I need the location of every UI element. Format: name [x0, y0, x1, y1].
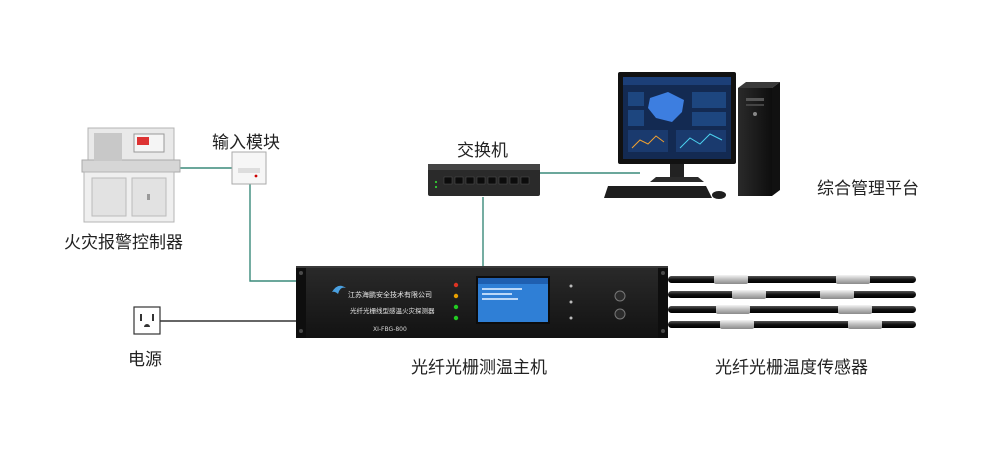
fire-alarm-controller	[81, 127, 181, 223]
host-keys	[614, 290, 626, 320]
label-power: 电源	[128, 350, 162, 370]
company-logo	[332, 285, 346, 294]
sensor-cable-1	[668, 275, 916, 284]
label-switch: 交换机	[457, 141, 508, 161]
management-platform	[604, 72, 780, 199]
host-screen	[476, 276, 550, 324]
input-module	[231, 151, 267, 185]
sensor-cable-3	[668, 305, 916, 314]
network-switch	[428, 164, 540, 196]
label-fire-alarm-controller: 火灾报警控制器	[64, 233, 183, 253]
fiber-sensor-cables	[668, 275, 916, 329]
label-management-platform: 综合管理平台	[817, 179, 919, 199]
fbg-host-unit	[296, 266, 668, 338]
sensor-cable-2	[668, 290, 916, 299]
label-fbg-host: 光纤光栅测温主机	[411, 358, 547, 378]
label-input-module: 输入模块	[212, 133, 280, 153]
power-outlet	[133, 306, 161, 335]
sensor-cable-4	[668, 320, 916, 329]
connection-lines	[176, 167, 640, 282]
host-company-name: 江苏海鹏安全技术有限公司	[348, 291, 432, 299]
status-led-group	[453, 282, 459, 321]
line-module-to-host	[249, 184, 300, 282]
host-model-number: XI-FBG-800	[373, 326, 407, 333]
label-fbg-sensor: 光纤光栅温度传感器	[715, 358, 868, 378]
host-buttons	[569, 284, 573, 320]
host-product-name: 光纤光栅线型感温火灾探测器	[350, 307, 435, 315]
